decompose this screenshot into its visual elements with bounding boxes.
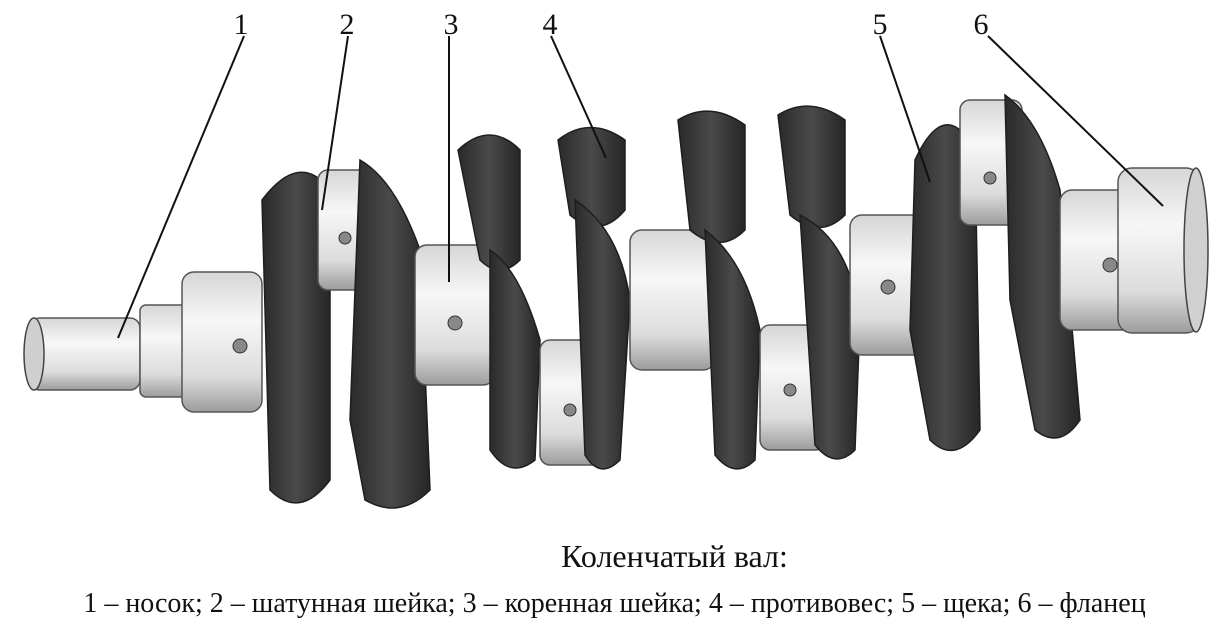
- nose: [23, 304, 191, 398]
- diagram-legend: 1 – носок; 2 – шатунная шейка; 3 – корен…: [83, 588, 1146, 619]
- callout-3: 3: [444, 8, 459, 41]
- callout-6: 6: [974, 8, 989, 41]
- callout-4: 4: [543, 8, 558, 41]
- main-journal-1: [181, 271, 263, 413]
- counterweight: [557, 126, 631, 470]
- callout-2: 2: [340, 8, 355, 41]
- flange: [1117, 167, 1209, 334]
- crank-web: [1004, 93, 1081, 439]
- diagram-title: Коленчатый вал:: [561, 538, 788, 574]
- counterweight: [457, 134, 541, 469]
- callout-5: 5: [873, 8, 888, 41]
- main-journal-2: [414, 244, 496, 386]
- main-journal-3: [629, 229, 716, 371]
- leader-lines: [117, 35, 1164, 339]
- callout-1: 1: [234, 8, 249, 41]
- counterweight: [777, 105, 861, 460]
- crank-web: [261, 171, 331, 504]
- counterweight: [677, 110, 761, 470]
